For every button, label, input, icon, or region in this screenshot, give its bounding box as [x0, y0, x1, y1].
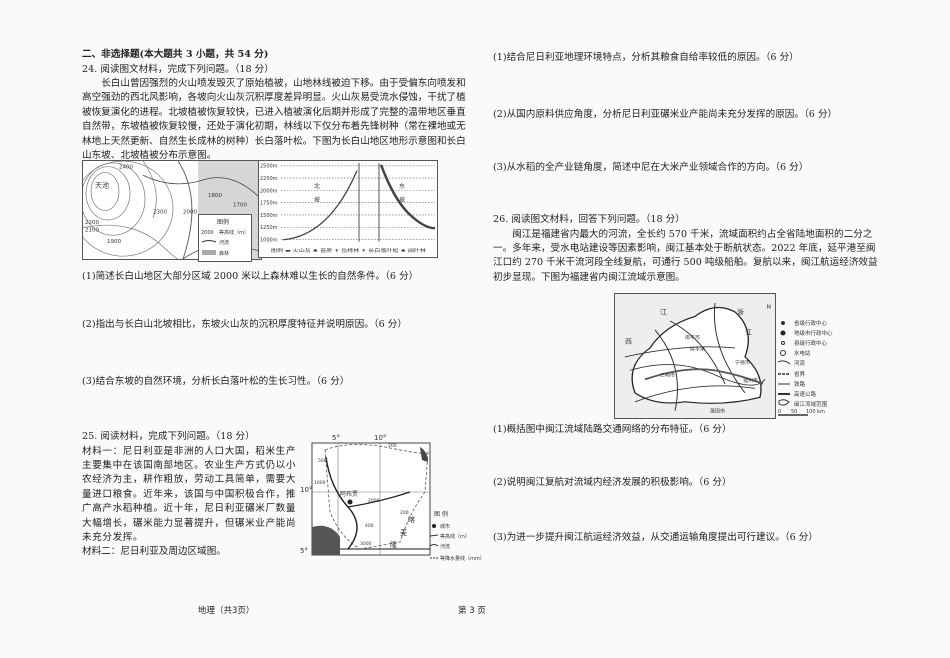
svg-text:三明市: 三明市: [660, 372, 675, 379]
svg-text:N: N: [767, 305, 771, 311]
profile-y-tick: 1250m: [260, 225, 278, 231]
q25-block: 25. 阅读材料，完成下列问题。（18 分） 材料一：尼日利亚是非洲的人口大国，…: [82, 430, 300, 560]
svg-text:坡: 坡: [314, 195, 320, 203]
svg-text:2300: 2300: [153, 209, 168, 215]
svg-text:北: 北: [314, 182, 320, 190]
terrain-map-legend: 图例 2000 等高线（m） 河流 森林: [198, 214, 252, 262]
profile-y-tick: 1500m: [260, 213, 278, 219]
svg-text:东: 东: [399, 182, 405, 190]
svg-text:西: 西: [625, 338, 632, 346]
q24-question-3: (3)结合东坡的自然环境，分析长白落叶松的生长习性。（6 分）: [82, 376, 350, 387]
svg-text:水电站: 水电站: [794, 349, 811, 357]
svg-text:喀: 喀: [408, 515, 415, 524]
svg-text:0: 0: [778, 409, 781, 415]
svg-text:河流: 河流: [440, 543, 450, 550]
svg-text:图 例: 图 例: [434, 510, 448, 518]
profile-legend: 图例 ▬ 火山灰 ♣ 苔原 ↟ 岳桦林 ↟ 长白落叶松 ♠ 阔叶林: [271, 247, 427, 254]
svg-text:2000: 2000: [368, 498, 380, 504]
profile-y-tick: 2250m: [260, 176, 278, 182]
nigeria-map-legend: 城市 等高线（m） 河流 等降水量线（mm）: [429, 518, 490, 566]
footer-subject: 地理（共3页）: [198, 606, 255, 616]
svg-text:隆: 隆: [390, 540, 397, 549]
svg-text:200: 200: [400, 510, 409, 516]
svg-text:城市: 城市: [440, 523, 450, 530]
q26-question-3: (3)为进一步提升闽江航运经济效益，从交通运输角度提出可行建议。（6 分）: [493, 532, 818, 543]
svg-text:200: 200: [388, 443, 397, 449]
q25-material-2: 材料二：尼日利亚及周边区域图。: [82, 546, 226, 558]
profile-y-tick: 1750m: [260, 201, 278, 207]
svg-text:浙: 浙: [737, 307, 744, 316]
svg-text:400: 400: [365, 523, 374, 529]
svg-text:10°: 10°: [374, 434, 386, 442]
q26-block: 26. 阅读图文材料，回答下列问题。（18 分） 闽江是福建省内最大的河流，全长…: [493, 213, 881, 285]
capital-label: 阿布贾: [340, 490, 358, 498]
q24-material: 长白山曾因强烈的火山喷发毁灭了原始植被，山地林线被迫下移。由于受偏东向喷发和高空…: [82, 78, 466, 162]
svg-text:图例: 图例: [217, 218, 229, 226]
svg-text:麦: 麦: [400, 528, 407, 537]
svg-text:坡: 坡: [399, 195, 405, 203]
svg-text:福州市: 福州市: [743, 377, 758, 384]
svg-text:2400: 2400: [119, 165, 134, 171]
svg-text:高速公路: 高速公路: [794, 390, 817, 398]
svg-text:宁德市: 宁德市: [735, 359, 750, 366]
svg-text:河流: 河流: [219, 239, 229, 246]
q26-heading: 26. 阅读图文材料，回答下列问题。（18 分）: [493, 214, 685, 225]
svg-text:2100: 2100: [85, 228, 100, 234]
svg-text:2000: 2000: [201, 230, 214, 236]
svg-text:等高线（m）: 等高线（m）: [440, 533, 470, 540]
profile-y-tick: 2000m: [260, 188, 278, 194]
svg-text:2000: 2000: [183, 209, 198, 215]
svg-text:江: 江: [745, 329, 752, 337]
q24-question-1: (1)简述长白山地区大部分区域 2000 米以上森林难以生长的自然条件。（6 分…: [82, 271, 419, 282]
svg-text:等降水量线（mm）: 等降水量线（mm）: [440, 555, 485, 562]
svg-text:50: 50: [791, 409, 797, 415]
svg-text:延平港: 延平港: [690, 346, 705, 353]
svg-text:1000: 1000: [314, 480, 326, 486]
svg-text:省界: 省界: [794, 370, 806, 378]
footer-page-number: 第 3 页: [458, 606, 486, 616]
svg-text:500: 500: [318, 458, 327, 464]
q26-question-2: (2)说明闽江复航对流域内经济发展的积极影响。（6 分）: [493, 477, 732, 488]
svg-text:5°: 5°: [332, 434, 340, 442]
svg-text:河流: 河流: [794, 359, 806, 367]
svg-text:闽江流域范围: 闽江流域范围: [794, 400, 828, 408]
q25-question-1: (1)结合尼日利亚地理环境特点，分析其粮食自给率较低的原因。（6 分）: [493, 52, 799, 63]
svg-text:1700: 1700: [233, 203, 248, 209]
svg-text:1900: 1900: [107, 239, 122, 245]
minjiang-map-legend: 省级行政中心 地级市行政中心 县级行政中心 水电站 河流 省界 铁路 高速公路 …: [777, 318, 878, 418]
q25-question-3: (3)从水稻的全产业链角度，简述中尼在大米产业领域合作的方向。（6 分）: [493, 162, 809, 173]
svg-text:2200: 2200: [85, 220, 100, 226]
minjiang-basin-map: 江 西 浙 江 N 南平市 延平港 三明市 宁德市 福州市 莆田市: [614, 293, 776, 419]
lake-label: 天池: [95, 181, 109, 190]
svg-text:铁路: 铁路: [794, 380, 806, 388]
svg-text:100 km: 100 km: [806, 409, 825, 415]
svg-text:莆田市: 莆田市: [710, 408, 725, 415]
q24-question-2: (2)指出与长白山北坡相比，东坡火山灰的沉积厚度特征并说明原因。（6 分）: [82, 319, 407, 330]
svg-text:10°: 10°: [300, 486, 312, 494]
q26-question-1: (1)概括图中闽江流域陆路交通网络的分布特征。（6 分）: [493, 424, 732, 435]
profile-y-tick: 2500m: [260, 164, 278, 170]
q24-block: 二、非选择题(本大题共 3 小题，共 54 分) 24. 阅读图文材料，完成下列…: [82, 48, 470, 163]
section-title: 二、非选择题(本大题共 3 小题，共 54 分): [82, 49, 269, 60]
svg-text:1800: 1800: [208, 193, 223, 199]
svg-text:等高线（m）: 等高线（m）: [219, 229, 249, 236]
svg-text:5°: 5°: [300, 547, 308, 555]
q25-heading: 25. 阅读材料，完成下列问题。（18 分）: [82, 431, 255, 442]
q25-question-2: (2)从国内原料供应角度，分析尼日利亚碾米业产能尚未充分发挥的原因。（6 分）: [493, 109, 838, 120]
profile-y-tick: 1000m: [260, 238, 278, 244]
svg-text:南平市: 南平市: [685, 334, 700, 341]
svg-text:省级行政中心: 省级行政中心: [794, 319, 828, 327]
q25-material-1: 材料一：尼日利亚是非洲的人口大国，稻米生产主要集中在该国南部地区。农业生产方式仍…: [82, 445, 297, 543]
nigeria-map: 5° 10° 10° 5° 阿布贾 喀 麦 隆 500 1000 2000 20…: [300, 432, 450, 567]
svg-text:江: 江: [660, 308, 667, 316]
svg-text:森林: 森林: [219, 250, 229, 257]
svg-text:3000: 3000: [360, 541, 372, 547]
svg-text:县级行政中心: 县级行政中心: [794, 339, 828, 347]
svg-text:地级市行政中心: 地级市行政中心: [794, 329, 833, 337]
q24-heading: 24. 阅读图文材料，完成下列问题。（18 分）: [82, 63, 274, 75]
q26-material: 闽江是福建省内最大的河流，全长约 570 千米，流域面积约占全省陆地面积的二分之…: [493, 228, 878, 283]
